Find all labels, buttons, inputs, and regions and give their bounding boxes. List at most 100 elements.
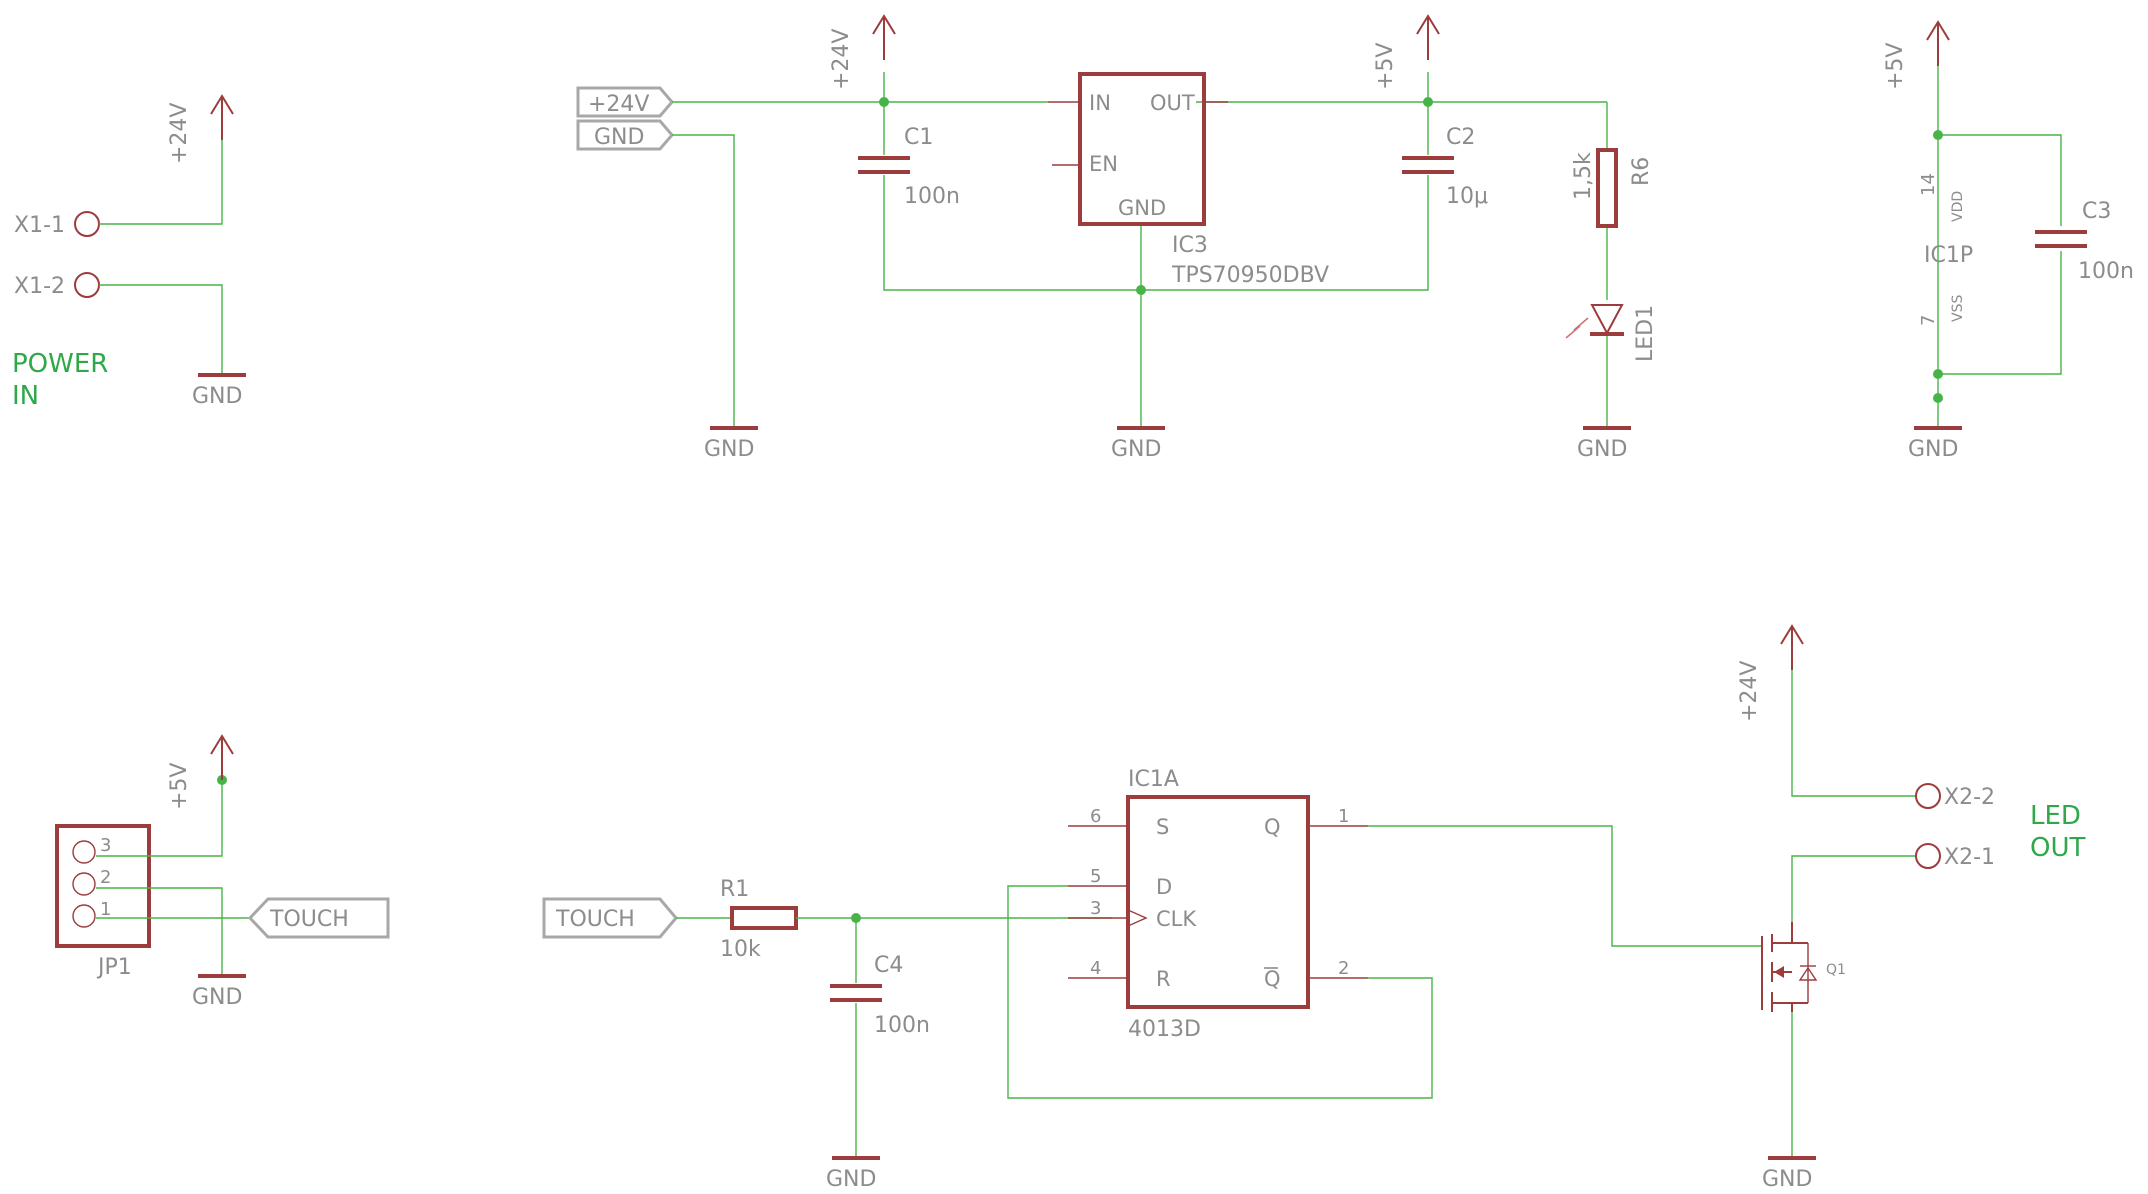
ic1a-pin-r: R: [1156, 967, 1171, 991]
ic1p-num-vss: 7: [1918, 315, 1939, 326]
power-in-note-2: IN: [12, 381, 39, 411]
ic1a-pin-d: D: [1156, 875, 1172, 899]
ic1a-num-d: 5: [1090, 866, 1101, 887]
led-out-note-2: OUT: [2030, 833, 2085, 863]
ic1p-num-vdd: 14: [1918, 173, 1939, 196]
gnd-label: GND: [1762, 1167, 1812, 1192]
c1-name: C1: [904, 125, 933, 150]
led-out-section: +24V X2-2 X2-1 LED OUT: [1737, 625, 2085, 1192]
supply-24v-label: +24V: [1737, 661, 1762, 722]
capacitor-c3: C3 100n: [2035, 199, 2134, 284]
flipflop-ic1a: 6 5 3 4 1 2 S D CLK R Q Q IC1A 4013D: [1068, 767, 1368, 1042]
gnd-label: GND: [192, 985, 242, 1010]
net-label-24v: +24V: [576, 86, 674, 118]
capacitor-c1: C1 100n: [858, 125, 960, 209]
r6-name: R6: [1629, 157, 1654, 186]
power-in-section: X1-1 X1-2 +24V GND POWER IN: [12, 95, 248, 411]
gnd-ic1p: GND: [1908, 426, 1964, 462]
x2-2-terminal: X2-2: [1915, 783, 1995, 810]
supply-5v-reg: +5V: [1373, 15, 1440, 90]
x2-1-label: X2-1: [1944, 845, 1995, 870]
gnd-reg-3: GND: [1577, 426, 1633, 462]
supply-5v-jp1: +5V: [167, 735, 234, 810]
c3-value: 100n: [2078, 259, 2134, 284]
jp1-pin-2: 2: [100, 867, 111, 888]
supply-5v-label: +5V: [1883, 43, 1908, 90]
regulator-section: +24V GND +24V +5V: [576, 15, 1658, 462]
gnd-label: GND: [704, 437, 754, 462]
r1-value: 10k: [720, 937, 761, 962]
r1-name: R1: [720, 877, 749, 902]
gnd-label: GND: [826, 1167, 876, 1192]
gnd-label: GND: [192, 384, 242, 409]
ic3-pin-gnd: GND: [1118, 196, 1166, 220]
ic1a-pin-clk: CLK: [1156, 907, 1197, 931]
x1-1-terminal: X1-1: [14, 211, 100, 238]
ic1a-num-q: 1: [1338, 806, 1349, 827]
ic3-name: IC3: [1172, 233, 1208, 258]
led-out-note-1: LED: [2030, 801, 2081, 831]
gnd-q1: GND: [1762, 1156, 1818, 1192]
gnd-jp1: GND: [192, 974, 248, 1010]
gnd-label: GND: [1111, 437, 1161, 462]
ic1a-pin-qbar: Q: [1264, 967, 1281, 991]
jp1-pin-1: 1: [100, 899, 111, 920]
net-label-touch-in: TOUCH: [542, 897, 678, 939]
resistor-r6: 1,5k R6: [1571, 148, 1654, 228]
capacitor-c4: C4 100n: [830, 953, 930, 1038]
ic1p-name: IC1P: [1924, 243, 1973, 268]
supply-5v-label: +5V: [167, 763, 192, 810]
ic1p-pin-vss: VSS: [1950, 295, 1966, 322]
regulator-ic3: IN OUT EN GND IC3 TPS70950DBV: [1048, 72, 1329, 288]
net-label-touch-jp1: TOUCH: [247, 897, 390, 939]
net-label-gnd-text: GND: [594, 125, 644, 150]
ic1p-section: +5V 14 VDD IC1P VSS 7 C3 100n GND: [1883, 21, 2134, 462]
c3-name: C3: [2082, 199, 2111, 224]
x2-2-label: X2-2: [1944, 785, 1995, 810]
supply-24v-reg: +24V: [829, 15, 896, 90]
ic1a-num-qbar: 2: [1338, 958, 1349, 979]
c1-value: 100n: [904, 184, 960, 209]
r6-value: 1,5k: [1571, 152, 1596, 200]
power-in-note-1: POWER: [12, 349, 108, 379]
supply-5v-label: +5V: [1373, 43, 1398, 90]
supply-24v-out: +24V: [1737, 625, 1804, 722]
supply-24v-label: +24V: [167, 103, 192, 164]
x2-1-terminal: X2-1: [1915, 843, 1995, 870]
gnd-x1: GND: [192, 373, 248, 409]
supply-24v-label: +24V: [829, 29, 854, 90]
c2-name: C2: [1446, 125, 1475, 150]
resistor-r1: R1 10k: [720, 877, 798, 962]
gnd-reg-1: GND: [704, 426, 760, 462]
ic1p-pin-vdd: VDD: [1950, 191, 1966, 222]
ic3-value: TPS70950DBV: [1171, 263, 1329, 288]
gnd-label: GND: [1908, 437, 1958, 462]
ic1a-pin-s: S: [1156, 815, 1169, 839]
gnd-label: GND: [1577, 437, 1627, 462]
mosfet-q1: Q1: [1761, 922, 1846, 1012]
c4-value: 100n: [874, 1013, 930, 1038]
ic1a-value: 4013D: [1128, 1017, 1201, 1042]
x1-1-label: X1-1: [14, 213, 65, 238]
ic1a-num-r: 4: [1090, 958, 1101, 979]
net-label-gnd: GND: [576, 119, 674, 151]
jp1-name: JP1: [96, 955, 132, 980]
supply-5v-ic1p: +5V: [1883, 21, 1950, 90]
ic3-pin-en: EN: [1089, 152, 1118, 176]
c4-name: C4: [874, 953, 903, 978]
ic1a-pin-q: Q: [1264, 815, 1281, 839]
gnd-c4: GND: [826, 1156, 882, 1192]
x1-2-label: X1-2: [14, 274, 65, 299]
net-label-touch-text: TOUCH: [269, 907, 349, 932]
flipflop-section: TOUCH R1 10k C4 100n GND: [542, 767, 1762, 1192]
x1-2-terminal: X1-2: [14, 272, 100, 299]
net-label-touch-text: TOUCH: [555, 907, 635, 932]
led1-name: LED1: [1633, 305, 1658, 362]
ic1a-name: IC1A: [1128, 767, 1179, 792]
net-label-24v-text: +24V: [588, 92, 649, 117]
capacitor-c2: C2 10μ: [1402, 125, 1488, 209]
jp1-pin-3: 3: [100, 835, 111, 856]
ic1a-num-s: 6: [1090, 806, 1101, 827]
supply-24v-x1: +24V: [167, 95, 234, 164]
